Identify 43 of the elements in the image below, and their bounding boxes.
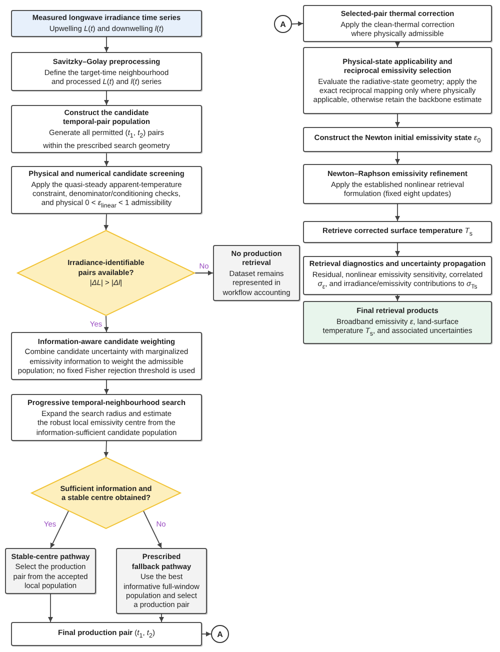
arrow [159,614,164,622]
process-box [11,105,202,154]
connector-circle [274,15,292,33]
process-box [11,10,202,37]
arrow [48,594,53,622]
arrow [292,21,304,26]
process-box [11,332,202,380]
connector-circle [211,625,229,643]
arrow [104,214,109,230]
arrow [104,90,109,106]
process-box [303,256,492,295]
process-box [11,394,202,441]
arrow [104,440,109,458]
arrow [50,510,69,548]
process-box [303,221,492,243]
decision-diamond [17,230,195,316]
process-box [213,245,300,301]
process-box [303,47,492,114]
arrow [395,204,400,222]
process-box [303,301,492,344]
arrow [143,510,162,548]
arrow [194,270,214,276]
connector-letter: A [217,630,223,638]
arrow [395,114,400,128]
arrow [395,152,400,164]
process-box [11,166,202,214]
process-box [5,548,96,594]
arrow [202,632,212,636]
decision-diamond [31,457,181,529]
process-box [303,5,492,42]
arrow [104,152,109,166]
process-box [11,52,202,91]
process-box [11,622,202,646]
arrow [104,36,109,52]
connector-letter: A [280,20,286,28]
process-box [116,548,207,614]
arrow [104,316,109,332]
process-box [303,127,492,152]
arrow [395,42,400,48]
process-box [303,164,492,204]
arrow [395,294,400,302]
arrow [104,380,109,394]
arrow [395,242,400,256]
